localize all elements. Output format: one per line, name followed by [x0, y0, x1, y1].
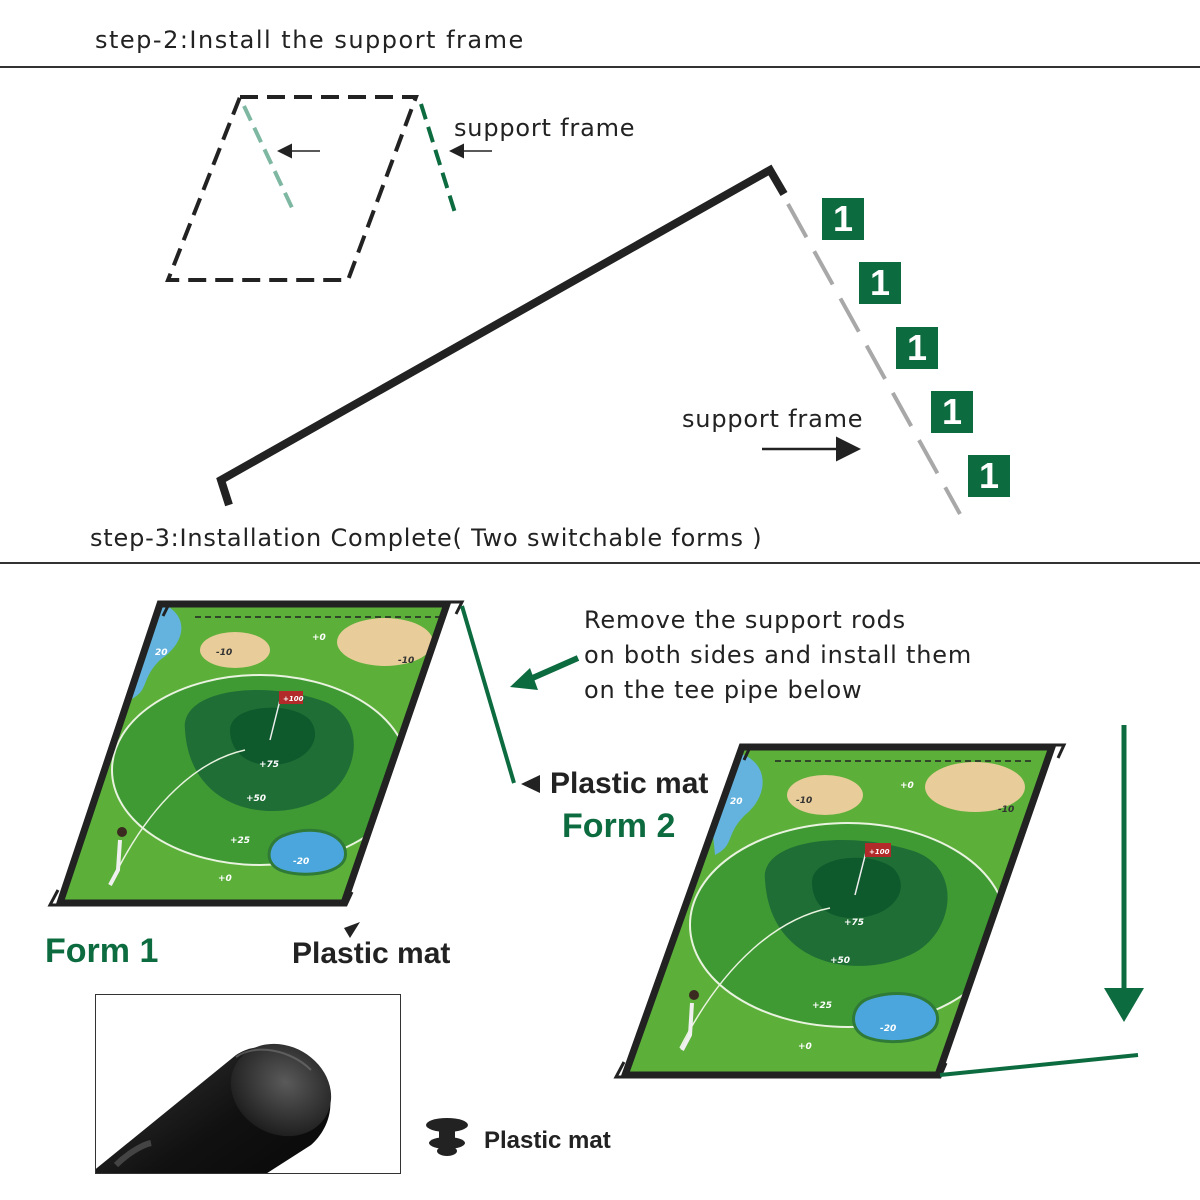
mat2-score-minus10-b: -10	[998, 805, 1014, 815]
mat1-score-20: 20	[155, 648, 168, 658]
instruction-arrow-shaft	[526, 655, 580, 683]
part-badge-2: 1	[859, 262, 901, 304]
mat1-score-plus0-top: +0	[312, 633, 326, 643]
step2-title: step-2:Install the support frame	[95, 26, 525, 54]
part-badge-4: 1	[931, 391, 973, 433]
big-frame-gray-rod	[786, 203, 962, 515]
plastic-mat-photo-illustration	[96, 1043, 332, 1173]
mat1-score-plus75: +75	[259, 760, 279, 770]
mat2-score-minus10-a: -10	[796, 796, 812, 806]
form2-label: Form 2	[562, 807, 676, 845]
mat1-green-rod	[460, 605, 516, 784]
big-frame-bar	[216, 164, 788, 507]
support-frame-label-right: support frame	[682, 405, 864, 433]
plastic-mat-detail-label: Plastic mat	[484, 1127, 611, 1154]
mat2-score-minus20: -20	[880, 1024, 896, 1034]
plastic-mat-label-form2: Plastic mat	[550, 767, 709, 800]
mat2-corner-tl	[742, 743, 766, 761]
mat1-score-plus25: +25	[230, 836, 250, 846]
golf-mat-form2-border	[620, 743, 1057, 1079]
instruction-line-1: Remove the support rods	[584, 606, 906, 634]
instruction-line-3: on the tee pipe below	[584, 676, 863, 704]
instruction-line-2: on both sides and install them	[584, 641, 973, 669]
mat2-corner-br	[920, 1062, 948, 1079]
mat2-score-plus100: +100	[869, 848, 890, 856]
mat1-score-minus10-b: -10	[398, 656, 414, 666]
mat2-corner-tr	[1050, 743, 1067, 759]
mat2-score-plus50: +50	[830, 956, 850, 966]
instruction-text: Remove the support rods on both sides an…	[584, 603, 972, 708]
mat2-score-plus0-top: +0	[900, 781, 914, 791]
golf-mat-form1-scores: 20 -10 +0 -10 +100 +75 +50 +25 -20 +0	[155, 633, 414, 884]
mat1-corner-tr	[449, 600, 465, 615]
mat1-corner-br	[325, 891, 354, 907]
step3-divider	[0, 562, 1200, 564]
mat1-corner-bl	[47, 889, 68, 907]
step3-title: step-3:Installation Complete( Two switch…	[90, 524, 763, 552]
mat1-mat-pointer-bottom	[344, 922, 360, 938]
mat2-green-rod-bottom	[939, 1053, 1139, 1077]
mat1-score-plus50: +50	[246, 794, 266, 804]
instruction-arrow-head	[510, 668, 538, 690]
mat1-mat-pointer	[521, 775, 540, 793]
plastic-mat-photo	[95, 994, 401, 1174]
mat2-score-20: 20	[730, 797, 743, 807]
golf-mat-form2-scores: 20 -10 +0 -10 +100 +75 +50 +25 -20 +0	[730, 781, 1014, 1052]
mat1-score-plus100: +100	[283, 695, 304, 703]
plastic-mat-label-form1: Plastic mat	[292, 937, 451, 970]
form1-label: Form 1	[45, 932, 159, 970]
golf-mat-form1-border	[55, 600, 452, 907]
part-badge-3: 1	[896, 327, 938, 369]
mat2-score-plus75: +75	[844, 918, 864, 928]
mat1-score-plus0-bottom: +0	[218, 874, 232, 884]
step2-divider	[0, 66, 1200, 68]
small-frame-dark-rod	[419, 103, 458, 217]
move-down-arrow-head	[1104, 988, 1144, 1022]
small-frame-light-rod	[242, 105, 296, 213]
mat1-score-minus10-a: -10	[216, 648, 232, 658]
mat1-corner-tl	[161, 600, 184, 617]
mat1-score-minus20: -20	[293, 857, 309, 867]
mat2-score-plus25: +25	[812, 1001, 832, 1011]
plastic-mat-part-icon	[426, 1118, 468, 1156]
part-badge-5: 1	[968, 455, 1010, 497]
support-frame-label-top: support frame	[454, 114, 636, 142]
part-badge-1: 1	[822, 198, 864, 240]
mat2-corner-bl	[613, 1061, 634, 1079]
mat2-score-plus0-bottom: +0	[798, 1042, 812, 1052]
small-frame-outline	[165, 95, 419, 282]
